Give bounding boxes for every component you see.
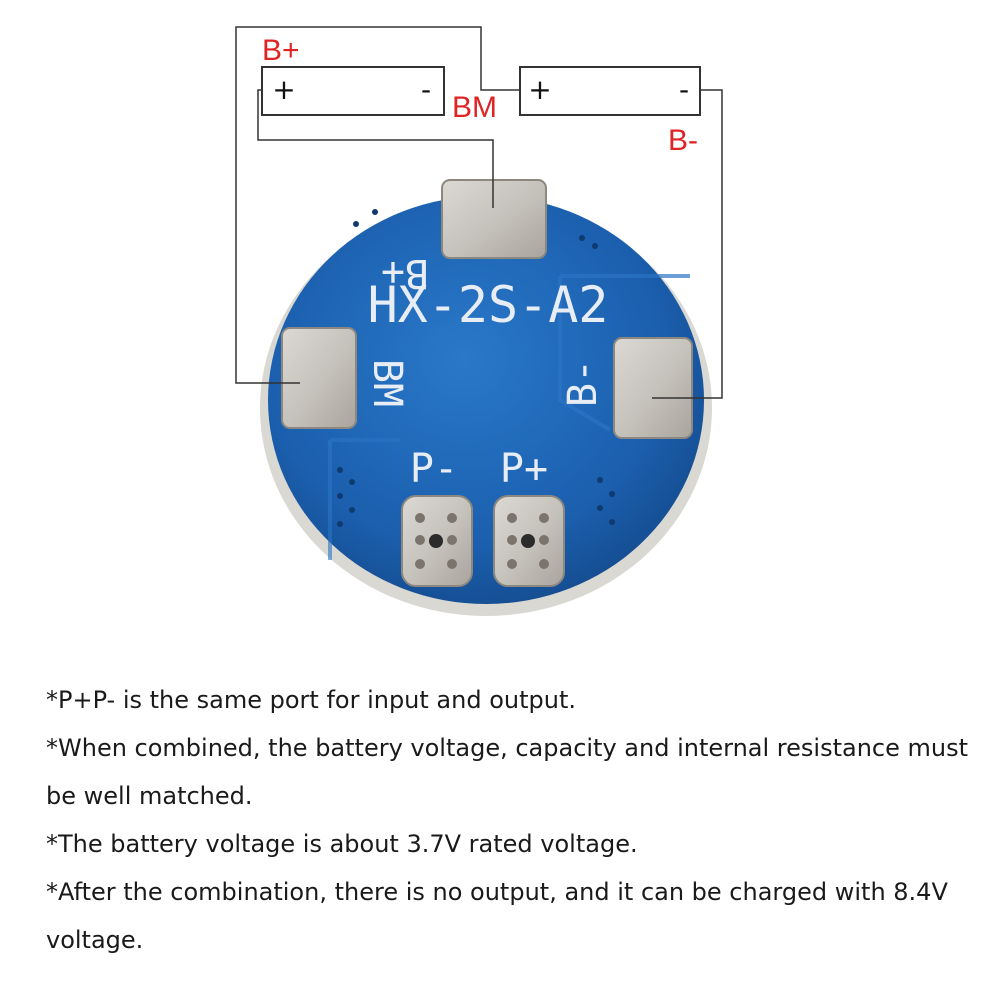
battery-right-minus: -	[679, 73, 689, 106]
battery-right: + -	[519, 66, 701, 116]
bms-board: HX-2S-A2 B+ BM B- P- P+	[260, 179, 712, 616]
note-item: *The battery voltage is about 3.7V rated…	[46, 830, 638, 858]
label-b-plus: B+	[262, 34, 300, 67]
wire-b-plus	[257, 89, 494, 208]
wire-b-minus	[652, 89, 723, 399]
silk-b-plus-label: B+	[381, 250, 429, 296]
wire-bm	[235, 26, 520, 384]
pcb-circle	[268, 196, 704, 604]
battery-left-minus: -	[421, 73, 431, 106]
via-dots	[337, 209, 615, 527]
battery-right-plus: +	[528, 73, 551, 106]
pad-b-plus	[441, 179, 547, 259]
silk-b-minus-label: B-	[560, 359, 606, 407]
pad-bm	[281, 327, 357, 429]
silk-bm-label: BM	[364, 359, 410, 407]
board-model-label: HX-2S-A2	[368, 276, 609, 334]
note-item: *After the combination, there is no outp…	[46, 878, 948, 954]
battery-left: + -	[261, 66, 445, 116]
wiring-diagram: HX-2S-A2 B+ BM B- P- P+ + - + - B+ BM B-	[235, 26, 723, 616]
pad-b-minus	[613, 337, 693, 439]
silk-port-minus-label: P-	[410, 446, 458, 492]
silk-port-plus-label: P+	[500, 446, 548, 492]
note-item: *When combined, the battery voltage, cap…	[46, 734, 968, 810]
label-b-minus: B-	[668, 124, 698, 157]
notes-block: *P+P- is the same port for input and out…	[46, 676, 986, 964]
battery-left-plus: +	[272, 73, 295, 106]
label-bm: BM	[452, 91, 497, 124]
note-item: *P+P- is the same port for input and out…	[46, 686, 577, 714]
wires	[235, 26, 723, 399]
